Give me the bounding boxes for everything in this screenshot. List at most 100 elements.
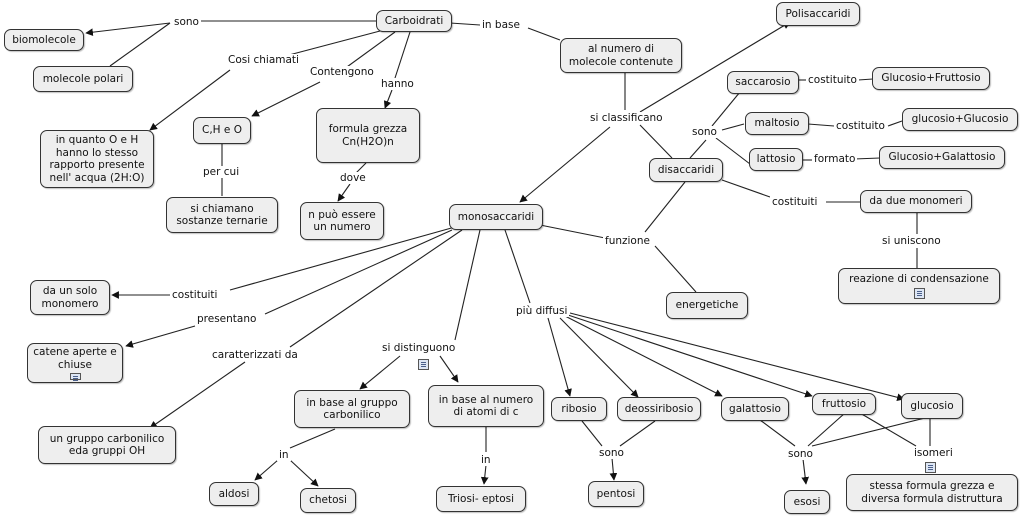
node-glucosio-fruttosio[interactable]: Glucosio+Fruttosio (872, 67, 990, 90)
resource-icon[interactable] (69, 373, 81, 380)
link-label-formato: formato (812, 153, 858, 165)
node-label: Triosi- eptosi (447, 492, 515, 505)
node-biomolecole[interactable]: biomolecole (4, 29, 84, 51)
node-deossiribosio[interactable]: deossiribosio (617, 397, 701, 421)
node-label: glucosio+Glucosio (911, 113, 1009, 126)
node-label: biomolecole (12, 33, 76, 46)
node-saccarosio[interactable]: saccarosio (727, 71, 799, 94)
node-label: Carboidrati (384, 14, 444, 27)
link-label-presentano: presentano (195, 313, 259, 325)
node-polisaccaridi[interactable]: Polisaccaridi (776, 2, 860, 26)
node-label: Glucosio+Galattosio (888, 151, 996, 164)
node-in-base-numero[interactable]: in base al numero di atomi di c (428, 385, 544, 427)
node-carboidrati[interactable]: Carboidrati (376, 10, 452, 32)
resource-icon[interactable] (418, 359, 429, 370)
node-label: glucosio (910, 399, 954, 412)
node-label: energetiche (675, 299, 739, 312)
node-ribosio[interactable]: ribosio (551, 397, 607, 421)
node-label: chetosi (309, 494, 347, 507)
node-label: si chiamano sostanze ternarie (176, 202, 268, 228)
node-label: in base al gruppo carbonilico (306, 396, 398, 422)
link-label-sono-pentosi: sono (597, 447, 626, 459)
node-chetosi[interactable]: chetosi (300, 488, 356, 513)
node-galattosio[interactable]: galattosio (721, 397, 789, 421)
node-esosi[interactable]: esosi (784, 490, 830, 514)
link-label-contengono: Contengono (308, 66, 376, 78)
node-al-numero[interactable]: al numero di molecole contenute (560, 38, 682, 73)
link-label-cosi-chiamati: Cosi chiamati (226, 54, 301, 66)
node-label: fruttosio (821, 397, 867, 410)
node-stessa-formula[interactable]: stessa formula grezza e diversa formula … (846, 474, 1018, 511)
node-glucosio-glucosio[interactable]: glucosio+Glucosio (902, 108, 1018, 131)
node-disaccaridi[interactable]: disaccaridi (649, 158, 723, 182)
link-label-dove: dove (338, 172, 368, 184)
node-label: n può essere un numero (308, 208, 376, 234)
link-label-in-2: in (479, 454, 493, 466)
node-da-due-monomeri[interactable]: da due monomeri (860, 190, 972, 213)
node-label: deossiribosio (624, 402, 694, 415)
node-aldosi[interactable]: aldosi (209, 482, 259, 506)
node-label: in base al numero di atomi di c (438, 393, 534, 419)
node-label: al numero di molecole contenute (568, 43, 674, 68)
node-formula-grezza[interactable]: formula grezza Cn(H2O)n (316, 108, 420, 163)
node-fruttosio[interactable]: fruttosio (812, 393, 876, 415)
link-label-in: in (277, 449, 291, 461)
node-catene-aperte[interactable]: catene aperte e chiuse (27, 343, 123, 383)
link-label-si-distinguono: si distinguono (380, 342, 458, 354)
link-label-funzione: funzione (603, 235, 652, 247)
link-label-isomeri: isomeri (912, 447, 955, 459)
link-label-sono-esosi: sono (786, 448, 815, 460)
node-triosi[interactable]: Triosi- eptosi (436, 486, 526, 512)
node-label: maltosio (754, 117, 800, 130)
link-label-per-cui: per cui (201, 166, 242, 178)
node-label: stessa formula grezza e diversa formula … (861, 480, 1003, 505)
node-monosaccaridi[interactable]: monosaccaridi (449, 204, 543, 230)
node-reazione-condensazione[interactable]: reazione di condensazione (838, 268, 1000, 304)
link-label-in-base: in base (480, 19, 522, 31)
node-glucosio-galattosio[interactable]: Glucosio+Galattosio (879, 146, 1005, 169)
link-label-sono-disaccaridi: sono (690, 126, 719, 138)
node-label: formula grezza Cn(H2O)n (328, 123, 408, 148)
node-da-un-solo[interactable]: da un solo monomero (30, 280, 110, 315)
link-label-costituiti: costituiti (770, 196, 820, 208)
node-glucosio[interactable]: glucosio (901, 393, 963, 419)
node-label: aldosi (218, 487, 250, 500)
node-si-chiamano[interactable]: si chiamano sostanze ternarie (166, 197, 278, 233)
node-label: molecole polari (42, 72, 124, 85)
node-label: catene aperte e chiuse (33, 346, 117, 371)
node-maltosio[interactable]: maltosio (745, 112, 809, 135)
node-label: Glucosio+Fruttosio (881, 72, 981, 85)
node-label: galattosio (729, 402, 781, 415)
node-in-base-gruppo[interactable]: in base al gruppo carbonilico (294, 390, 410, 428)
link-label-sono: sono (172, 16, 201, 28)
node-label: Polisaccaridi (785, 7, 851, 20)
node-label: C,H e O (202, 124, 242, 137)
link-label-costituito-2: costituito (834, 120, 887, 132)
node-label: reazione di condensazione (849, 273, 989, 286)
link-label-piu-diffusi: più diffusi (514, 305, 570, 317)
node-n-puo[interactable]: n può essere un numero (300, 202, 384, 240)
link-label-costituito: costituito (806, 74, 859, 86)
node-pentosi[interactable]: pentosi (588, 481, 644, 507)
node-label: ribosio (561, 402, 597, 415)
node-label: in quanto O e H hanno lo stesso rapporto… (49, 134, 145, 184)
link-label-caratterizzati-da: caratterizzati da (210, 349, 300, 361)
link-label-si-classificano: si classificano (588, 112, 665, 124)
node-energetiche[interactable]: energetiche (666, 292, 748, 319)
node-label: esosi (793, 495, 821, 508)
node-label: da due monomeri (869, 195, 963, 208)
node-lattosio[interactable]: lattosio (749, 148, 803, 171)
node-label: disaccaridi (657, 163, 715, 176)
resource-icon[interactable] (913, 287, 925, 299)
link-label-costituiti-mono: costituiti (170, 289, 220, 301)
resource-icon[interactable] (925, 462, 936, 473)
node-label: lattosio (756, 153, 796, 166)
node-gruppo-carbonilico-oh[interactable]: un gruppo carbonilico eda gruppi OH (38, 426, 176, 464)
node-c-h-o[interactable]: C,H e O (193, 117, 251, 144)
node-molecole-polari[interactable]: molecole polari (33, 66, 133, 92)
link-label-hanno: hanno (379, 78, 416, 90)
node-in-quanto[interactable]: in quanto O e H hanno lo stesso rapporto… (40, 130, 154, 188)
node-label: da un solo monomero (41, 285, 99, 310)
